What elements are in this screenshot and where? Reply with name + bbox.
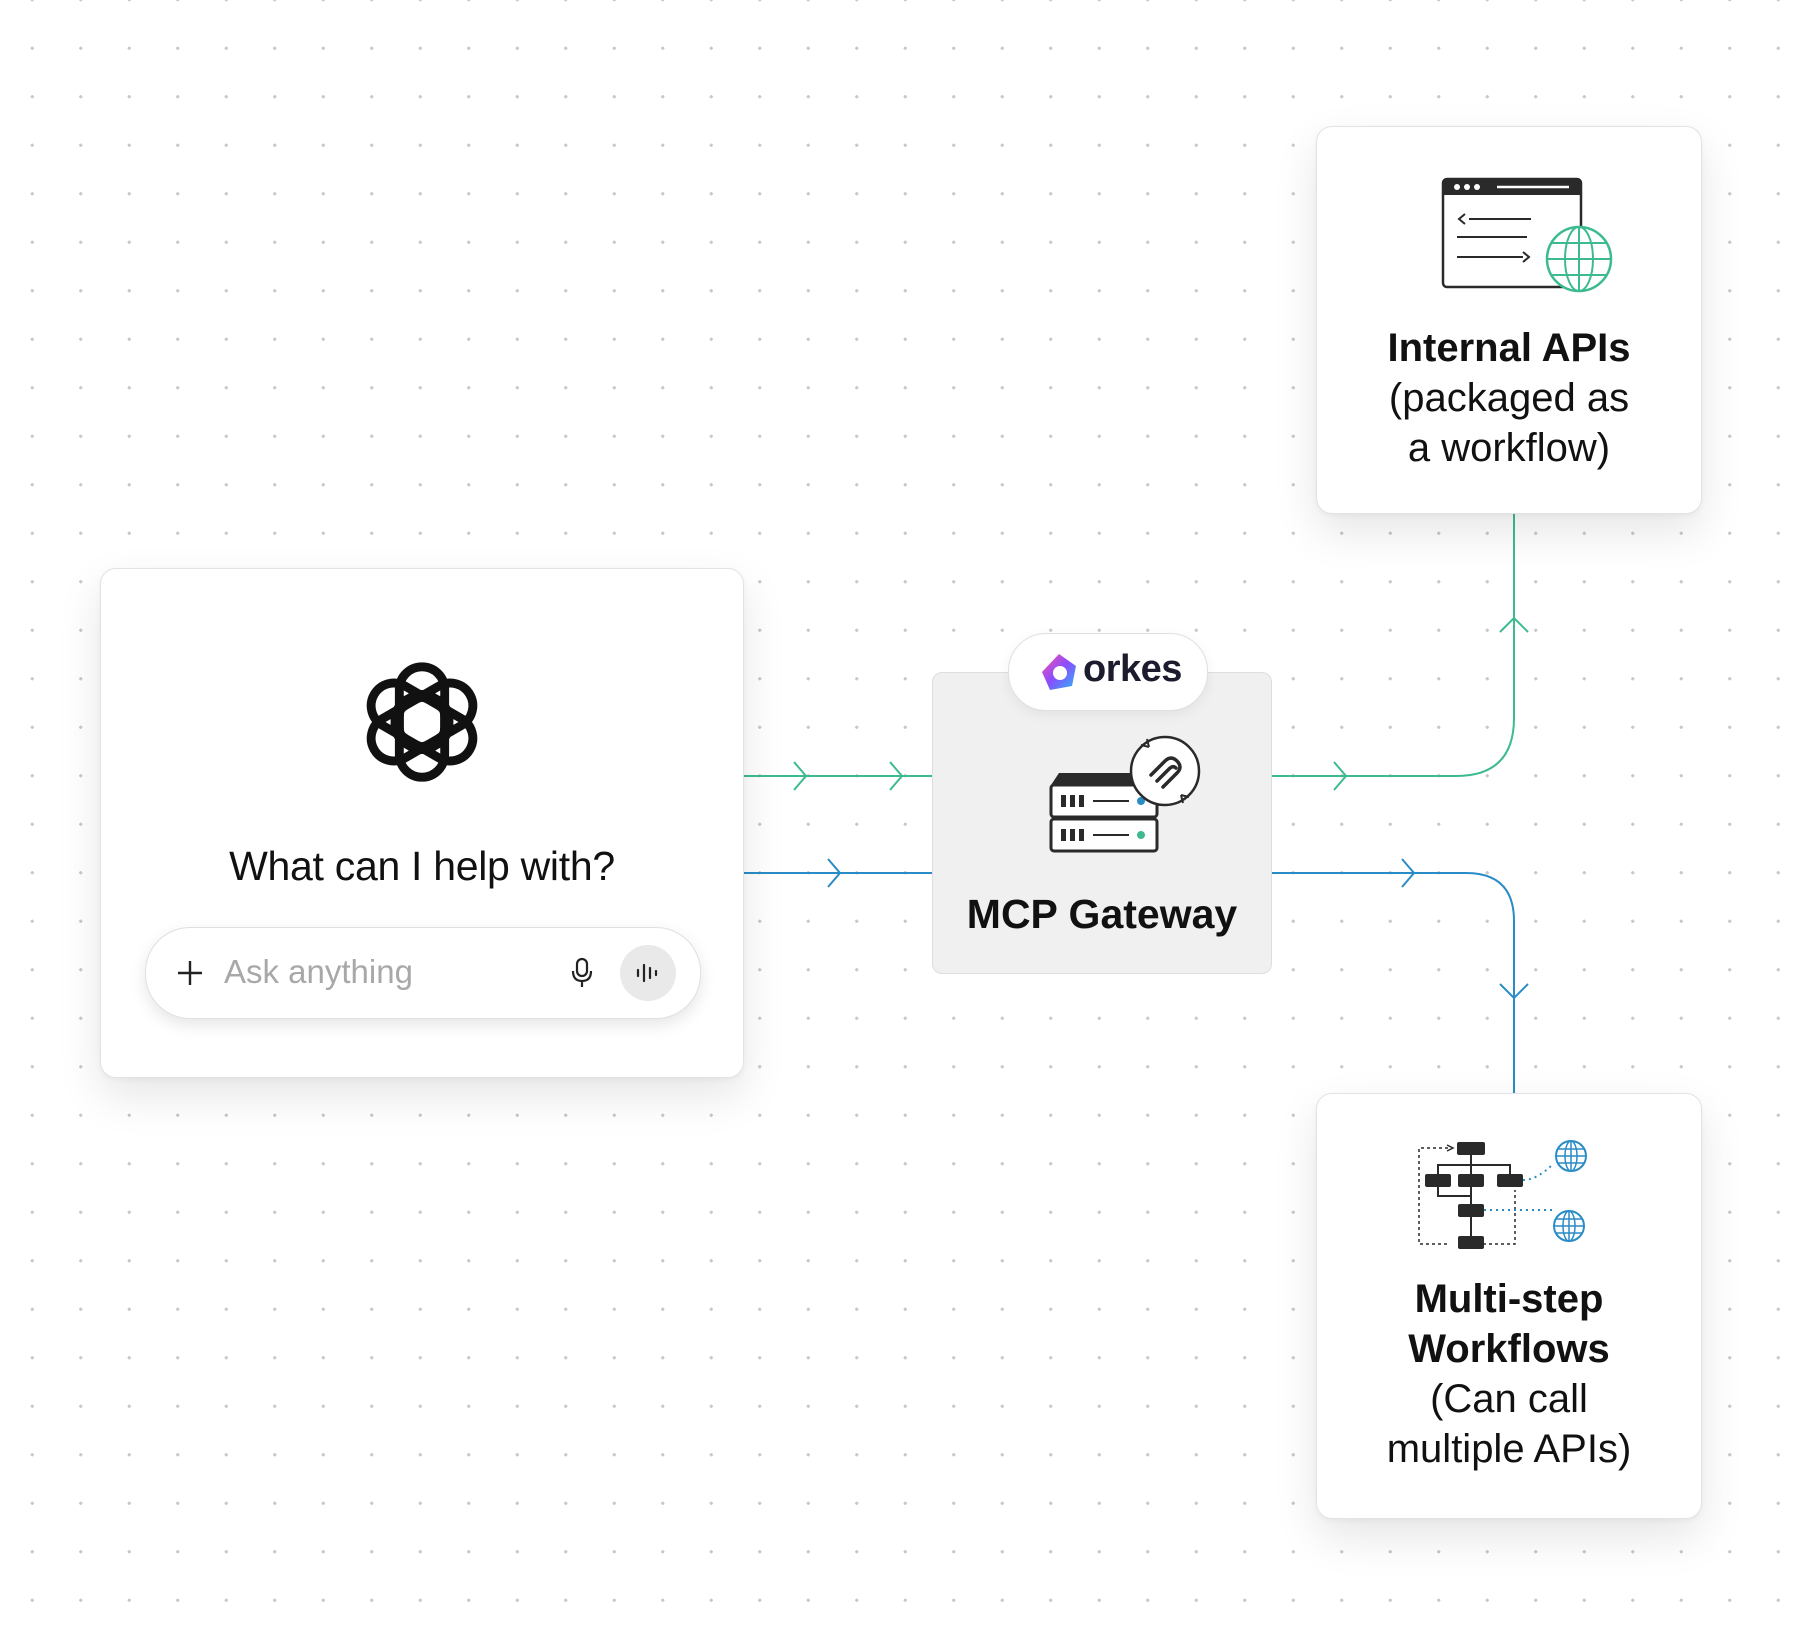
blue-arrow-2 <box>1401 858 1416 888</box>
green-connector-gateway-to-apis <box>1270 512 1515 777</box>
orkes-badge: orkes <box>1008 633 1208 711</box>
internal-apis-subtitle-2: a workflow) <box>1407 426 1611 470</box>
chat-card: What can I help with? Ask anything <box>100 568 744 1078</box>
plus-icon[interactable] <box>176 959 204 992</box>
internal-apis-title: Internal APIs <box>1387 326 1631 370</box>
orkes-wordmark: orkes <box>1083 648 1182 690</box>
workflow-diagram-icon <box>1417 1138 1597 1255</box>
internal-apis-text: Internal APIs (packaged as a workflow) <box>1317 323 1701 473</box>
green-arrow-2 <box>889 761 904 791</box>
workflows-title-1: Multi-step <box>1414 1277 1604 1321</box>
green-arrow-1 <box>793 761 808 791</box>
voice-mode-button[interactable] <box>620 945 676 1001</box>
input-placeholder[interactable]: Ask anything <box>224 953 413 990</box>
workflows-subtitle-2: multiple APIs) <box>1386 1427 1632 1471</box>
ask-input[interactable]: Ask anything <box>145 927 701 1019</box>
server-sync-icon <box>1045 733 1205 878</box>
blue-arrow-1 <box>827 858 842 888</box>
chat-heading: What can I help with? <box>229 843 615 889</box>
openai-logo-icon <box>353 653 491 796</box>
internal-apis-card: Internal APIs (packaged as a workflow) <box>1316 126 1702 514</box>
blue-arrow-down <box>1499 983 1529 1000</box>
mcp-gateway-box: MCP Gateway <box>932 672 1272 974</box>
green-arrow-3 <box>1333 761 1348 791</box>
workflows-card: Multi-step Workflows (Can call multiple … <box>1316 1093 1702 1519</box>
voice-waveform-icon <box>636 963 658 983</box>
workflows-title-2: Workflows <box>1408 1327 1610 1371</box>
workflows-text: Multi-step Workflows (Can call multiple … <box>1317 1274 1701 1474</box>
internal-apis-subtitle-1: (packaged as <box>1388 376 1630 420</box>
blue-connector-gateway-to-workflows <box>1270 872 1515 1093</box>
gateway-label: MCP Gateway <box>966 891 1238 937</box>
green-arrow-up <box>1499 616 1529 633</box>
browser-api-globe-icon <box>1441 177 1617 302</box>
orkes-logo-icon <box>1039 651 1081 698</box>
microphone-icon[interactable] <box>570 957 594 994</box>
workflows-subtitle-1: (Can call <box>1430 1377 1588 1421</box>
